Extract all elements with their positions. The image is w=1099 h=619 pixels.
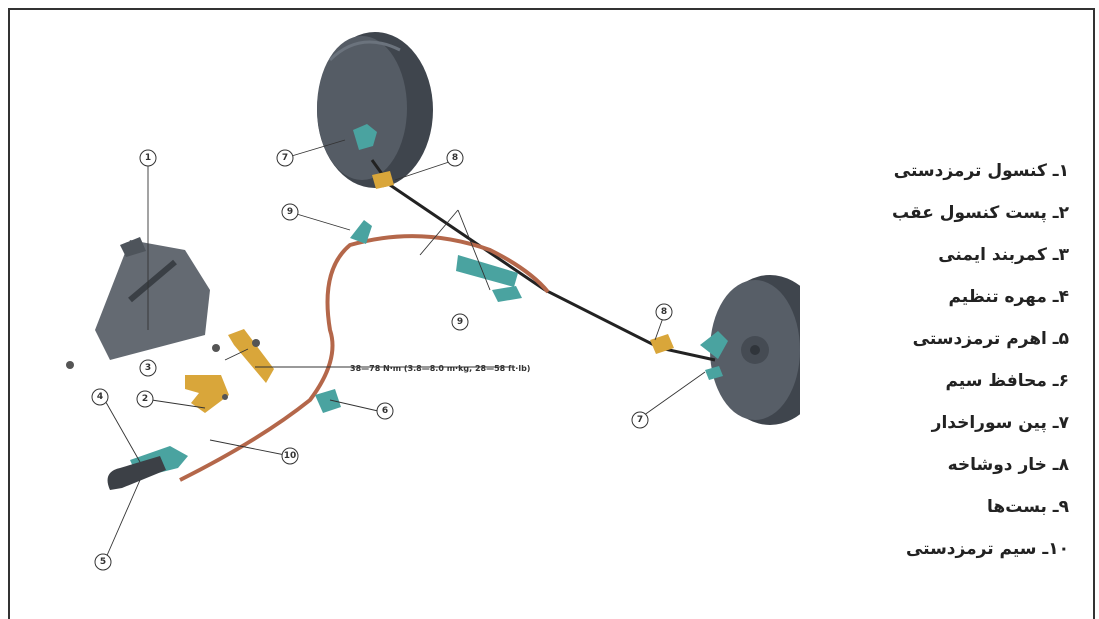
svg-text:1: 1 <box>145 153 151 163</box>
brake-console <box>95 237 210 360</box>
callout-10: 10 <box>281 447 299 465</box>
screws <box>66 339 260 400</box>
callout-7-upper: 7 <box>276 149 294 167</box>
callout-7-lower: 7 <box>631 411 649 429</box>
parking-brake-diagram: 38—78 N·m (3.8—8.0 m·kg, 28—58 ft·lb) 1 … <box>66 32 800 571</box>
figure-frame <box>8 8 1095 619</box>
svg-text:10: 10 <box>284 451 297 461</box>
legend-item: ۶ـ محافظ سیم <box>945 371 1069 391</box>
callout-3: 3 <box>139 359 157 377</box>
callout-1: 1 <box>139 149 157 167</box>
svg-text:4: 4 <box>97 392 103 402</box>
svg-text:8: 8 <box>661 307 667 317</box>
callout-4: 4 <box>91 388 109 406</box>
svg-text:2: 2 <box>142 394 148 404</box>
legend-item: ۲ـ پست کنسول عقب <box>891 203 1069 223</box>
svg-text:7: 7 <box>637 415 643 425</box>
svg-text:6: 6 <box>382 406 388 416</box>
svg-text:8: 8 <box>452 153 458 163</box>
callout-8-lower: 8 <box>655 303 673 321</box>
callout-6: 6 <box>376 402 394 420</box>
legend-item: ۷ـ پین سوراخدار <box>931 413 1069 433</box>
parts-legend: ۱ـ کنسول ترمزدستی ۲ـ پست کنسول عقب ۳ـ کم… <box>799 150 1069 570</box>
legend-item: ۱ـ کنسول ترمزدستی <box>893 161 1069 181</box>
brake-drum-upper <box>317 32 433 188</box>
callout-2: 2 <box>136 390 154 408</box>
torque-spec-label: 38—78 N·m (3.8—8.0 m·kg, 28—58 ft·lb) <box>350 364 530 373</box>
svg-text:3: 3 <box>145 363 151 373</box>
brake-lever-grip <box>107 456 166 490</box>
legend-item: ۱۰ـ سیم ترمزدستی <box>905 539 1069 559</box>
callout-9-lower: 9 <box>451 313 469 331</box>
legend-item: ۸ـ خار دوشاخه <box>947 455 1069 475</box>
callout-9-upper: 9 <box>281 203 299 221</box>
legend-item: ۵ـ اهرم ترمزدستی <box>912 329 1069 349</box>
callout-5: 5 <box>94 553 112 571</box>
svg-text:7: 7 <box>282 153 288 163</box>
svg-text:5: 5 <box>100 557 106 567</box>
yellow-parts <box>185 171 674 413</box>
svg-text:9: 9 <box>457 317 463 327</box>
legend-item: ۹ـ بست‌ها <box>987 497 1069 517</box>
legend-item: ۳ـ کمربند ایمنی <box>938 245 1069 265</box>
callout-8-upper: 8 <box>446 149 464 167</box>
legend-item: ۴ـ مهره تنظیم <box>948 287 1069 307</box>
svg-text:9: 9 <box>287 207 293 217</box>
teal-parts <box>130 124 728 478</box>
brake-drum-lower <box>710 275 800 425</box>
